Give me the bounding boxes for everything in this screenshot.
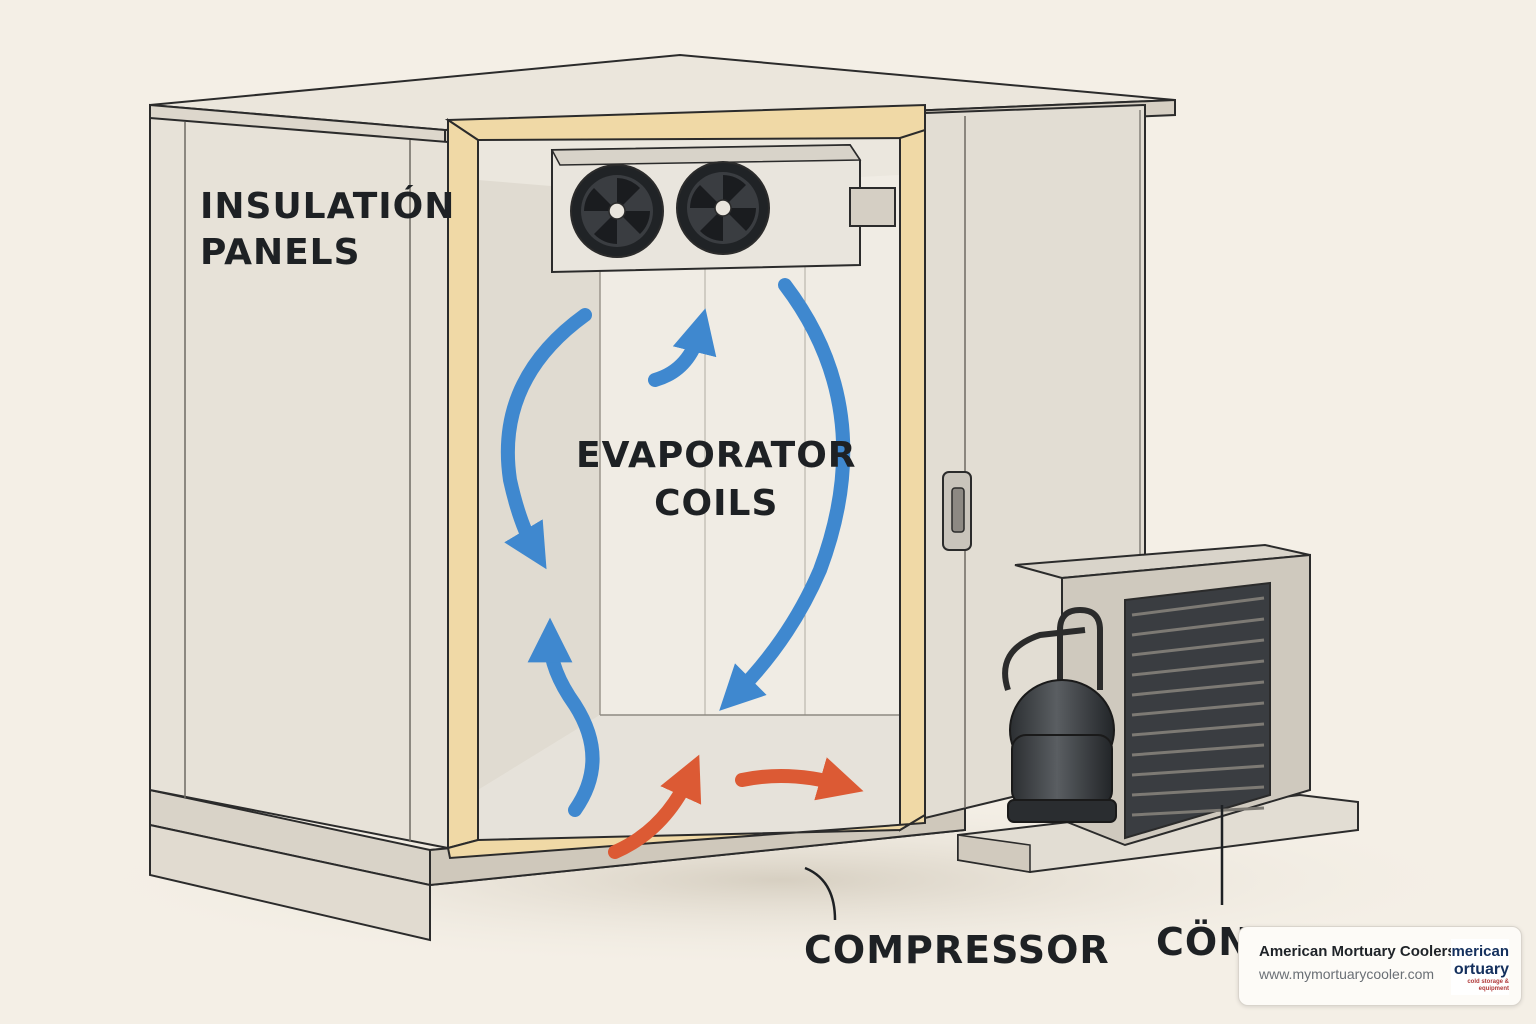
cold-air-arrow	[648, 308, 717, 387]
brand-logo-line1: merican	[1451, 943, 1509, 960]
condenser-unit-icon	[1014, 543, 1311, 847]
compressor-label: COMPRESSOR	[804, 928, 1110, 972]
brand-logo-line3: cold storage & equipment	[1467, 979, 1509, 992]
evaporator-label-line2: COILS	[654, 483, 779, 524]
brand-logo: merican ortuary cold storage & equipment	[1451, 939, 1509, 995]
insulation-label-line1: INSULATIÓN	[200, 186, 456, 227]
cold-air-arrow	[500, 308, 592, 570]
door-handle-icon	[942, 471, 972, 551]
insulation-label-line2: PANELS	[200, 232, 361, 273]
cold-air-flow	[500, 278, 851, 817]
warm-air-flow	[608, 754, 864, 859]
compressor-tank-icon	[1002, 606, 1117, 823]
brand-url[interactable]: www.mymortuarycooler.com	[1259, 966, 1435, 982]
evaporator-label-line1: EVAPORATOR	[576, 435, 857, 476]
warm-air-arrow	[608, 754, 702, 859]
brand-logo-line2: ortuary	[1453, 961, 1509, 978]
evaporator-coils-label: EVAPORATOR COILS	[576, 432, 857, 528]
fan-icon	[676, 161, 770, 255]
brand-card[interactable]: American Mortuary Coolers www.mymortuary…	[1238, 926, 1522, 1006]
compressor-leader-line	[804, 866, 837, 921]
insulation-panels-label: INSULATIÓN PANELS	[200, 184, 455, 276]
brand-name: American Mortuary Coolers	[1259, 943, 1456, 960]
cold-air-arrow	[527, 617, 600, 817]
evaporator-unit	[550, 143, 896, 274]
warm-air-arrow	[735, 757, 864, 801]
door-frame-trim	[444, 103, 926, 860]
cold-air-arrow	[719, 278, 851, 711]
fan-icon	[570, 164, 664, 258]
